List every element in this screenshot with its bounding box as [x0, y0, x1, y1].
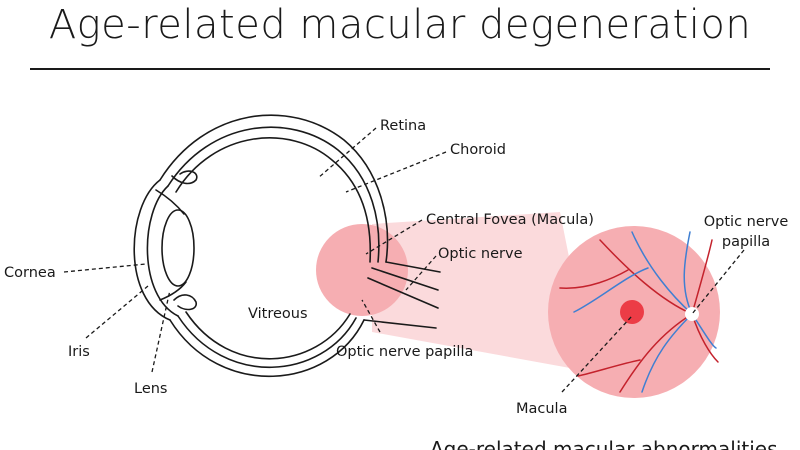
retina-layer: [175, 137, 372, 360]
choroid-leader: [345, 151, 447, 193]
iris-leader: [85, 285, 149, 339]
artery: [619, 313, 693, 393]
label-iris: Iris: [68, 344, 90, 360]
artery: [599, 239, 693, 315]
cornea-outline: [133, 179, 171, 321]
ciliary-upper: [171, 170, 198, 185]
label-macula: Macula: [516, 401, 567, 417]
lens-leader: [151, 289, 171, 373]
vein: [573, 267, 649, 313]
macula-highlight-region: [316, 224, 408, 316]
label-central-fovea: Central Fovea (Macula): [426, 212, 594, 228]
page-title: Age-related macular degeneration: [48, 2, 752, 48]
magnification-beam: [372, 212, 592, 372]
label-cornea: Cornea: [4, 265, 56, 281]
artery: [577, 359, 641, 377]
label-choroid: Choroid: [450, 142, 506, 158]
optic-nerve-bottom: [363, 319, 437, 329]
central-fovea-leader: [365, 219, 423, 255]
label-optic-nerve: Optic nerve: [438, 246, 523, 262]
vein: [641, 313, 693, 393]
label-lens: Lens: [134, 381, 168, 397]
caption: Age-related macular abnormalities: [430, 437, 778, 450]
artery: [691, 239, 713, 315]
label-inset-papilla: papilla: [722, 234, 770, 250]
leader-lines: [63, 127, 745, 393]
label-inset-optic-nerve: Optic nerve: [704, 214, 789, 230]
sclera-outer: [159, 114, 389, 378]
optic-disc: [685, 307, 699, 321]
optic-nerve-mid1: [371, 267, 439, 291]
retina-leader: [317, 127, 377, 179]
title-divider: [30, 68, 770, 70]
label-vitreous: Vitreous: [248, 306, 308, 322]
optic-nerve-mid2: [367, 277, 439, 309]
vein: [683, 231, 693, 315]
optic-nerve-leader: [405, 255, 437, 291]
macula-spot: [620, 300, 644, 324]
cornea-leader: [63, 263, 147, 273]
vein: [631, 231, 693, 315]
fundus-vessels: [559, 231, 719, 393]
label-retina: Retina: [380, 118, 426, 134]
optic-nerve-papilla-leader: [361, 299, 381, 333]
macula-leader: [561, 315, 633, 393]
ciliary-lower: [173, 294, 197, 311]
label-optic-nerve-papilla: Optic nerve papilla: [336, 344, 473, 360]
artery: [559, 269, 629, 289]
optic-nerve-top: [385, 261, 441, 273]
lens: [161, 209, 195, 287]
choroid-layer: [167, 126, 380, 369]
